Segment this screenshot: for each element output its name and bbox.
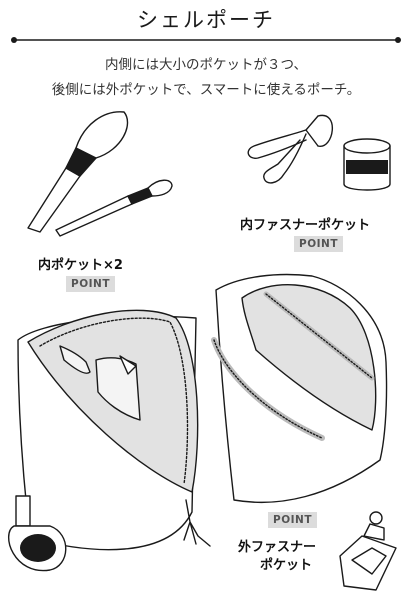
point-badge-inner-zip: POINT: [294, 236, 343, 252]
inner-pockets-label: 内ポケット×2: [38, 258, 123, 273]
inner-zip-pocket-label: 内ファスナーポケット: [240, 218, 371, 233]
point-badge-outer-zip: POINT: [268, 512, 317, 528]
outer-zip-pocket-label-line1: 外ファスナー: [238, 540, 317, 555]
compact-icon: [343, 138, 391, 191]
description-line-1: 内側には大小のポケットが３つ、: [105, 57, 307, 73]
title-divider: [11, 37, 401, 43]
description: 内側には大小のポケットが３つ、 後側には外ポケットで、スマートに使えるポーチ。: [0, 53, 412, 103]
makeup-brush-icon: [27, 111, 173, 237]
page-title: シェルポーチ: [137, 8, 275, 32]
perfume-bottle-icon: [339, 511, 397, 591]
description-line-2: 後側には外ポケットで、スマートに使えるポーチ。: [51, 82, 361, 98]
eyelash-curler-icon: [247, 114, 334, 184]
outer-zip-pocket-label-line2: ポケット: [260, 558, 313, 573]
point-badge-inner-pockets: POINT: [66, 276, 115, 292]
left-pouch: [17, 309, 211, 551]
right-pouch: [211, 273, 388, 503]
nail-polish-icon: [8, 495, 67, 572]
